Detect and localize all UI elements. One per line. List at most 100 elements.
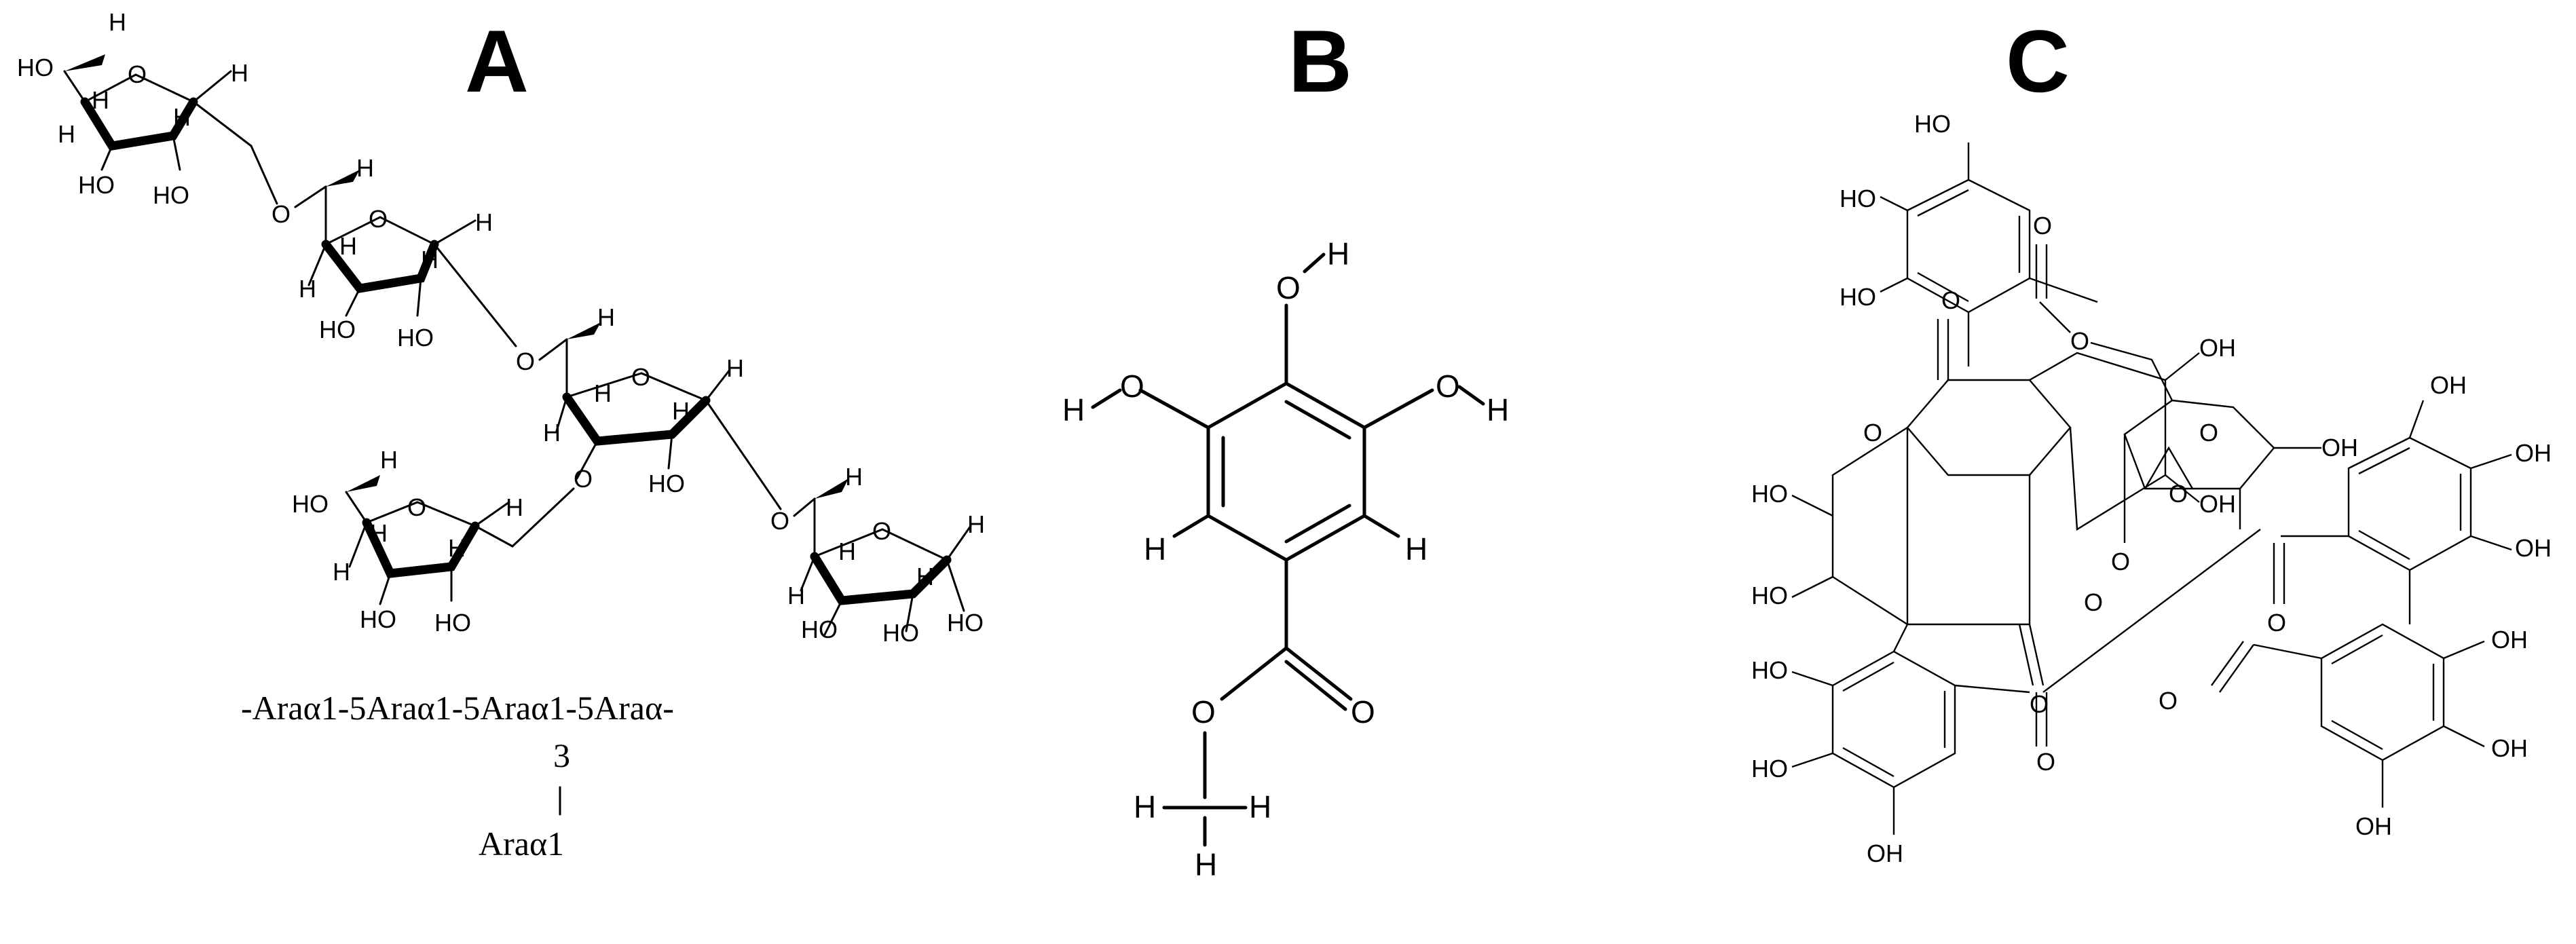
panel-a: A O HO H H H H H HO HO O H O H xyxy=(17,8,985,863)
hydroxyl-label: HO xyxy=(1751,656,1788,684)
aromatic-hydrogen: H xyxy=(1405,531,1427,567)
carbonyl-oxygen: O xyxy=(2033,212,2052,240)
glycosidic-oxygen: O xyxy=(272,200,291,228)
ring-oxygen: O xyxy=(407,493,426,521)
methyl-hydrogen: H xyxy=(1195,847,1217,882)
hydroxyl-label: OH xyxy=(2430,371,2467,399)
hydrogen-label: H xyxy=(916,563,934,590)
hydroxyl-oxygen: O xyxy=(1120,369,1144,404)
carbonyl-oxygen: O xyxy=(2267,609,2286,637)
carbonyl-oxygen: O xyxy=(2030,690,2049,718)
hydroxyl-label: HO xyxy=(319,316,356,343)
carbonyl-oxygen: O xyxy=(2036,748,2055,776)
aromatic-ring-right-lower xyxy=(2320,623,2445,761)
hydrogen-label: H xyxy=(448,534,466,562)
hydroxyl-label: HO xyxy=(1840,283,1876,311)
aromatic-ring-right-upper xyxy=(2347,436,2472,571)
hydrogen-label: H xyxy=(475,208,493,236)
hydroxyl-label: HO xyxy=(397,324,434,352)
methyl-hydrogen: H xyxy=(1134,789,1156,825)
hydroxyl-label: OH xyxy=(2199,334,2236,362)
ring-oxygen: O xyxy=(128,60,147,88)
hydrogen-label: H xyxy=(838,537,856,565)
benzene-ring xyxy=(1206,381,1366,562)
ring-oxygen: O xyxy=(872,517,891,545)
ring-oxygen: O xyxy=(369,205,388,233)
hydroxyl-label: HO xyxy=(947,609,984,637)
hydroxyl-label: OH xyxy=(1867,839,1903,867)
hydroxyl-label: HO xyxy=(882,619,919,647)
hydrogen-label: H xyxy=(356,154,374,182)
ester-oxygen: O xyxy=(1191,694,1216,730)
hydroxyl-label: OH xyxy=(2491,734,2528,762)
hydrogen-label: H xyxy=(421,246,438,273)
arabinose-ring-4: O HO H H H H H HO HO xyxy=(292,446,523,637)
hydroxyl-label: OH xyxy=(2321,434,2358,461)
hydroxyl-label: HO xyxy=(1840,185,1876,212)
hydrogen-label: H xyxy=(173,103,191,131)
arabinose-ring-2: O H H H H HO HO xyxy=(299,185,517,352)
aromatic-double-bonds xyxy=(1221,400,1351,544)
hydrogen-label: H xyxy=(543,419,561,447)
ring-oxygen: O xyxy=(631,363,650,391)
hydroxyl-oxygen: O xyxy=(1276,270,1301,305)
ellagic-core-ring-1 xyxy=(1906,379,2072,476)
hydroxyl-label: OH xyxy=(2515,439,2552,467)
sequence-branch-position: 3 xyxy=(553,736,570,774)
hydrogen-label: H xyxy=(597,303,615,331)
hydrogen-label: H xyxy=(333,558,350,586)
panel-a-label: A xyxy=(465,12,529,111)
hydroxyl-label: HO xyxy=(78,171,115,199)
hydroxyl-label: OH xyxy=(2199,490,2236,518)
hydroxyl-label: HO xyxy=(292,490,329,518)
lactone-oxygen: O xyxy=(1863,419,1882,447)
panel-b: B O H O H O H H H O O H H H xyxy=(1062,12,1509,882)
hydroxyl-label: HO xyxy=(801,616,838,643)
hydroxyl-hydrogen: H xyxy=(1487,392,1509,428)
sequence-main-chain: -Araα1-5Araα1-5Araα1-5Araα- xyxy=(241,689,674,727)
ring-oxygen: O xyxy=(2169,480,2188,508)
hydrogen-label: H xyxy=(370,519,388,547)
ellagic-core-ring-2 xyxy=(2029,352,2167,531)
hydrogen-label: H xyxy=(58,120,75,148)
aromatic-ring-lower-left xyxy=(1831,650,1956,789)
carbonyl-oxygen: O xyxy=(1351,694,1375,730)
lactone-oxygen: O xyxy=(2084,588,2103,616)
hydrogen-label: H xyxy=(231,59,248,87)
hydroxyl-label: HO xyxy=(1751,480,1788,508)
panel-b-label: B xyxy=(1288,12,1352,111)
hydroxyl-label: HO xyxy=(153,181,189,209)
ester-oxygen: O xyxy=(2070,327,2089,355)
methyl-hydrogen: H xyxy=(1249,789,1271,825)
ring-oxygen: O xyxy=(2111,548,2130,575)
hydroxyl-hydrogen: H xyxy=(1062,392,1085,428)
hydrogen-label: H xyxy=(845,463,863,491)
hydrogen-label: H xyxy=(299,275,316,303)
panel-c: C HO HO HO O O O O O O OH OH HO HO HO HO… xyxy=(1751,12,2552,867)
hydroxyl-label: HO xyxy=(648,470,685,497)
hydrogen-label: H xyxy=(506,493,523,521)
carbonyl-oxygen: O xyxy=(2159,687,2178,715)
arabinose-ring-5: O H H H H HO HO HO xyxy=(787,497,985,647)
hydroxyl-oxygen: O xyxy=(1436,369,1460,404)
hydroxyl-label: OH xyxy=(2515,534,2552,562)
carbonyl-oxygen: O xyxy=(1941,286,1960,314)
hydroxyl-label: HO xyxy=(434,609,471,637)
hydroxyl-label: OH xyxy=(2491,626,2528,654)
hydrogen-label: H xyxy=(787,582,805,609)
hydrogen-label: H xyxy=(92,86,109,114)
hydrogen-label: H xyxy=(967,510,985,538)
hydroxyl-label: HO xyxy=(17,54,54,81)
aromatic-ring-upper xyxy=(1906,178,2031,314)
hydrogen-label: H xyxy=(672,397,690,425)
hydrogen-label: H xyxy=(726,354,744,382)
panel-c-label: C xyxy=(2006,12,2070,111)
arabinose-ring-1: O HO H H H H H HO HO xyxy=(17,8,253,209)
hydroxyl-label: OH xyxy=(2355,812,2392,840)
ellagic-core-ring-3 xyxy=(1831,426,2031,626)
hydroxyl-label: HO xyxy=(1914,110,1951,138)
branch-oxygen: O xyxy=(574,465,593,493)
hydrogen-label: H xyxy=(380,446,398,474)
arabinose-ring-3: O H H H H HO xyxy=(543,338,782,510)
